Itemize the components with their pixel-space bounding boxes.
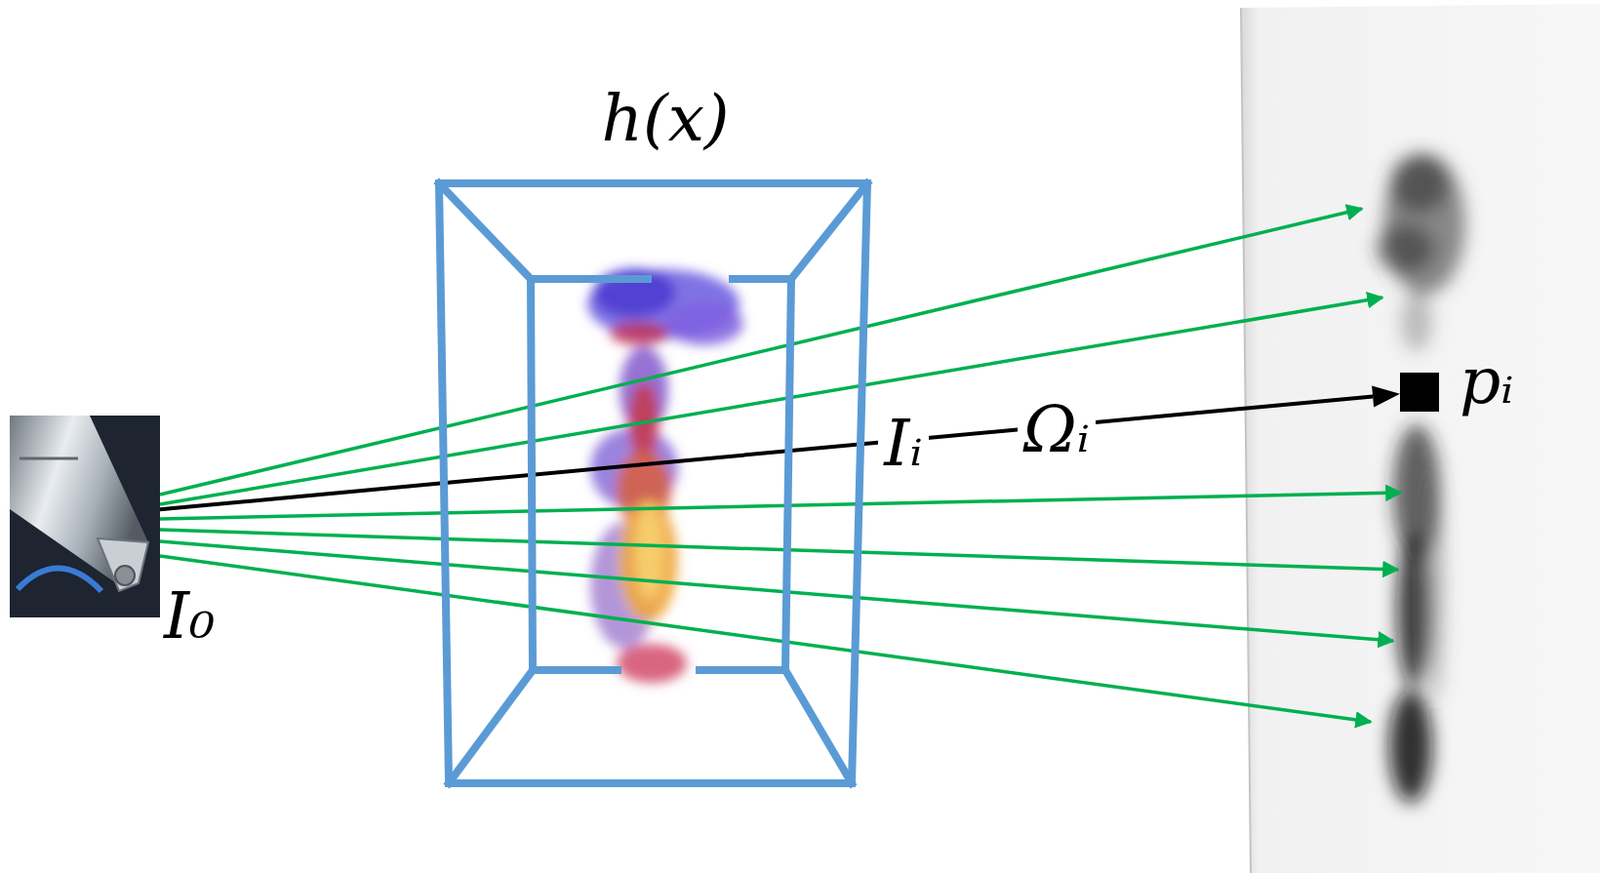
frame-edge — [785, 279, 792, 671]
frame-edge — [439, 183, 531, 280]
frame-edge — [532, 666, 618, 675]
projection-image — [1375, 154, 1466, 803]
plume-part — [609, 321, 669, 346]
detector-screen — [1240, 3, 1600, 873]
frame-edge — [530, 279, 533, 671]
frame-edge — [851, 183, 868, 784]
ray — [160, 297, 1383, 505]
screen-edge — [1240, 7, 1251, 873]
detector-pixel: pᵢ — [1400, 372, 1440, 412]
plume-part — [635, 502, 663, 600]
intensity-label: Iᵢ — [878, 411, 928, 477]
plume-part — [616, 643, 687, 683]
projection-neck — [1400, 292, 1433, 352]
pixel-label: pᵢ — [1459, 344, 1515, 419]
frame-edge — [530, 275, 648, 283]
plume-part — [665, 302, 744, 346]
source-ring — [19, 457, 79, 461]
frame-edge — [439, 183, 449, 784]
projection-cap — [1390, 154, 1449, 213]
source-background — [9, 415, 160, 618]
frame-edge — [791, 183, 868, 280]
solid-angle-label: Ωᵢ — [1017, 398, 1096, 463]
volume-box: h(x) — [439, 183, 868, 784]
source-label: I₀ — [163, 579, 216, 654]
frame-edge — [448, 670, 533, 784]
ray — [160, 556, 1371, 722]
ray-line — [160, 396, 1373, 510]
ray — [160, 492, 1401, 520]
projection-cap — [1383, 154, 1466, 295]
volume-plume — [587, 268, 744, 683]
source-nozzle — [97, 538, 149, 592]
source-tip — [115, 565, 135, 586]
rays — [160, 208, 1401, 722]
volume-frame — [439, 183, 868, 784]
ray — [160, 541, 1394, 641]
frame-edge — [732, 275, 792, 283]
frame-edge — [785, 670, 852, 784]
projection-cap — [1375, 224, 1435, 274]
source-tube — [17, 567, 102, 592]
xray-source: I₀ — [9, 415, 160, 618]
plume-part — [619, 500, 679, 622]
arrowhead — [1371, 386, 1400, 408]
ray-connector — [160, 386, 1400, 511]
xray-source-picture — [9, 415, 160, 618]
frame-edge — [448, 779, 852, 788]
projection-stem — [1397, 531, 1429, 688]
frame-edge — [439, 179, 868, 188]
projection-stem — [1424, 468, 1444, 703]
volume-label: h(x) — [600, 81, 729, 157]
ray — [160, 529, 1399, 570]
projection-stem — [1389, 689, 1433, 803]
frame-edge — [699, 666, 786, 675]
